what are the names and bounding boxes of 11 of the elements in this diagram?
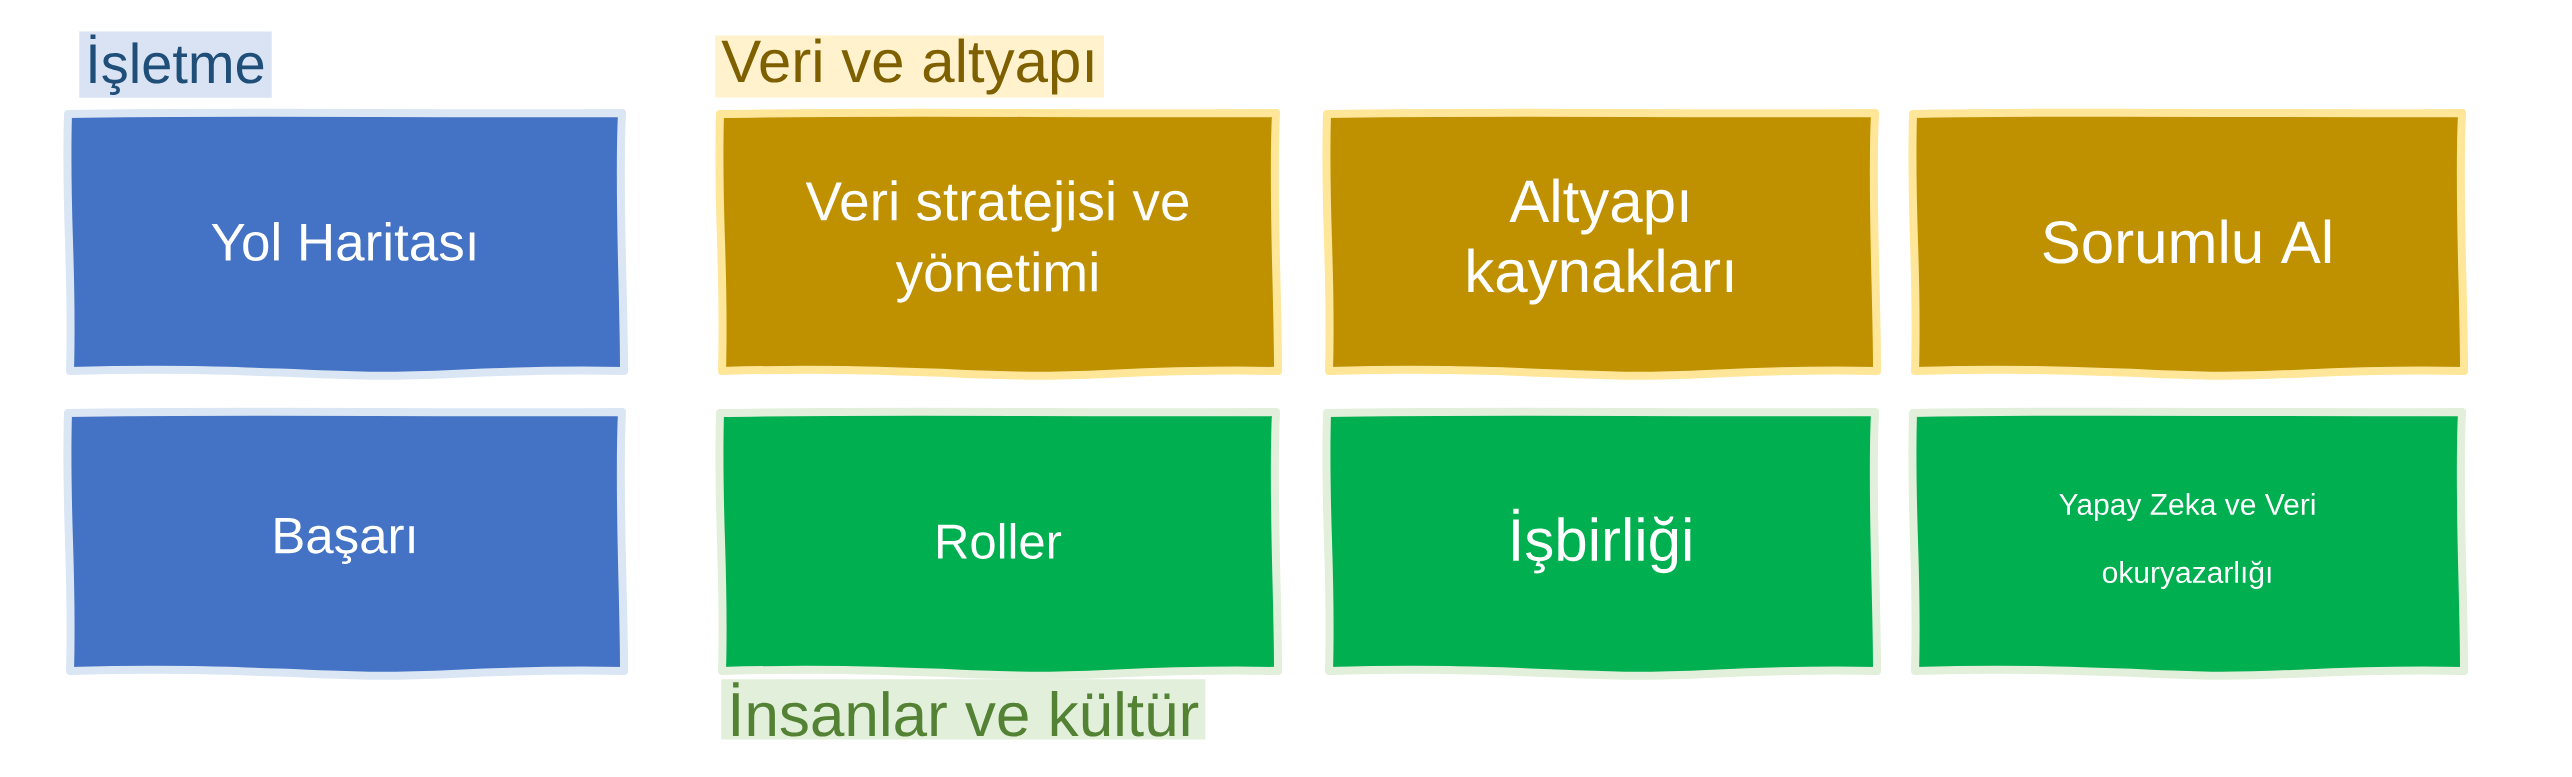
card: Sorumlu Al xyxy=(1908,108,2469,380)
card: Başarı xyxy=(63,407,628,680)
card: Roller xyxy=(715,407,1282,680)
group-heading: İşletme xyxy=(79,31,272,98)
card: Veri stratejisi ve yönetimi xyxy=(715,108,1282,380)
group-heading: İnsanlar ve kültür xyxy=(721,679,1206,740)
group-heading: Veri ve altyapı xyxy=(715,35,1105,98)
card: Altyapı kaynakları xyxy=(1322,108,1881,380)
card: Yol Haritası xyxy=(63,108,628,380)
card: Yapay Zeka ve Veri okuryazarlığı xyxy=(1908,407,2469,680)
card: İşbirliği xyxy=(1322,407,1881,680)
